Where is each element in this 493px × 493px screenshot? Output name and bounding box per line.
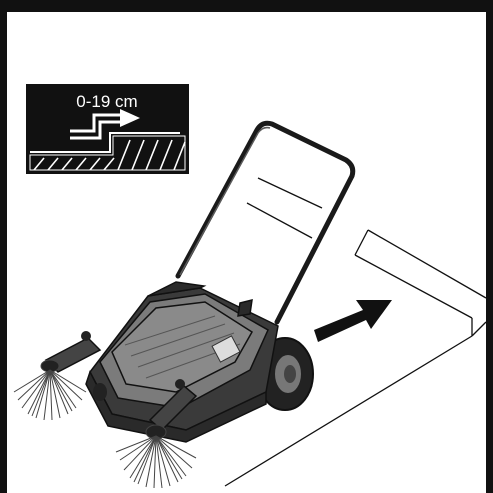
push-sweeper-illustration (13, 120, 356, 489)
step-climb-icon (29, 109, 186, 171)
step-height-sign: 0-19 cm (26, 84, 189, 174)
side-brush-front (115, 424, 197, 489)
sweeper-body (85, 281, 279, 443)
curb-illustration (224, 177, 487, 487)
step-height-label: 0-19 cm (76, 92, 137, 111)
front-caster (93, 383, 107, 401)
sweeper-handle (175, 120, 356, 325)
direction-arrow-icon (314, 300, 392, 342)
side-brush-left (13, 359, 87, 421)
